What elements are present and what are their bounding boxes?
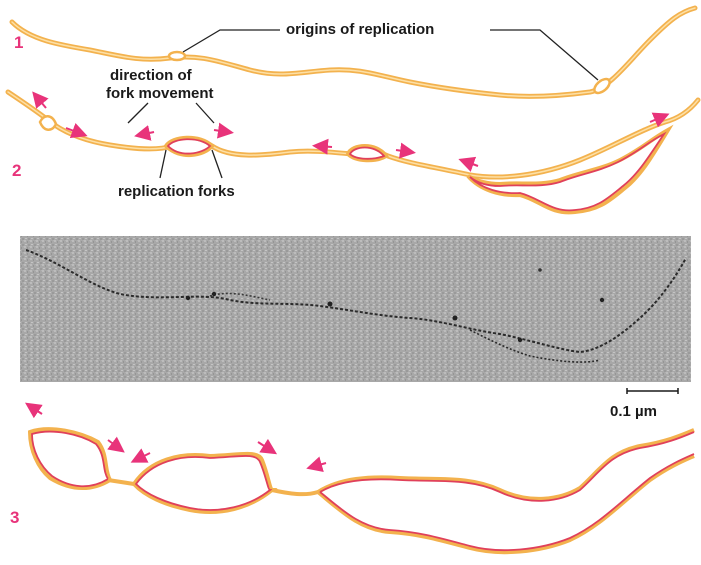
direction-label-line1: direction of [110,67,193,84]
origins-leader-right [490,29,599,81]
origin-bubble-1 [167,50,187,62]
fork-direction-arrows-step-3 [25,402,327,472]
scale-bar-label: 0.1 µm [610,403,657,420]
dna-strand-step-3 [27,427,695,555]
forks-leader-left [159,149,167,179]
scale-bar: 0.1 µm [610,388,679,420]
electron-micrograph [20,236,691,382]
replication-bubble-c [466,124,674,215]
replication-bubble-a [163,135,215,157]
origins-leader-left [182,29,280,53]
origins-label: origins of replication [286,21,434,38]
step-number-1: 1 [14,33,23,52]
direction-leader-right [195,102,215,124]
replicated-loop-1 [27,427,113,491]
left-bubble [38,115,58,131]
dna-strand-step-2 [5,89,701,215]
origin-bubble-2 [593,77,611,95]
dna-strand-step-1 [9,5,698,99]
step-number-3: 3 [10,508,19,527]
direction-label-line2: fork movement [106,85,214,102]
direction-leader-left [127,102,149,124]
replicated-loop-3 [316,428,695,555]
forks-leader-right [211,149,223,179]
step-number-2: 2 [12,161,21,180]
fork-direction-arrows-step-2 [32,91,670,172]
forks-label: replication forks [118,183,235,200]
replicated-loop-2 [131,451,278,514]
